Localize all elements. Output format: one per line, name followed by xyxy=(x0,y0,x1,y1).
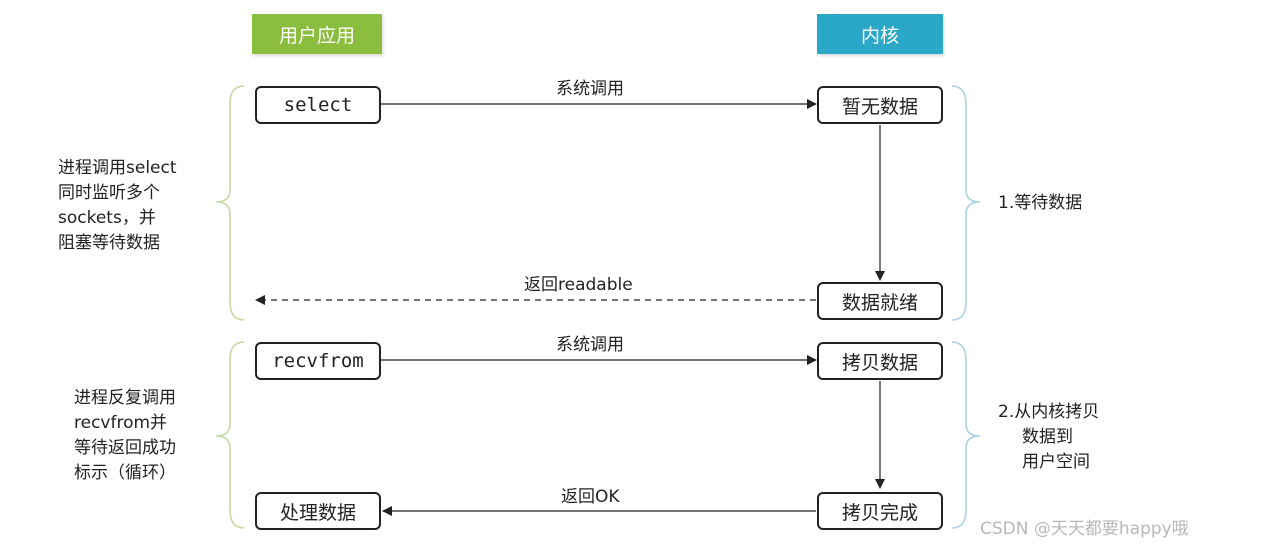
right-brace-1 xyxy=(951,85,981,321)
copy-data-box: 拷贝数据 xyxy=(817,342,943,380)
syscall-label-1: 系统调用 xyxy=(556,79,624,99)
process-data-box: 处理数据 xyxy=(255,492,381,530)
no-data-box: 暂无数据 xyxy=(817,86,943,124)
return-readable-label: 返回readable xyxy=(524,270,633,295)
kernel-header: 内核 xyxy=(817,14,943,54)
note-line: 2.从内核拷贝 xyxy=(998,402,1100,422)
right-brace-2 xyxy=(951,341,981,529)
note-line: 阻塞等待数据 xyxy=(58,233,160,253)
note-line: 标示（循环） xyxy=(74,463,176,483)
note-line: 1.等待数据 xyxy=(998,193,1083,213)
left-brace-1 xyxy=(215,85,245,321)
phase1-left-note: 进程调用select 同时监听多个 sockets，并 阻塞等待数据 xyxy=(58,156,228,256)
syscall-label-2: 系统调用 xyxy=(556,335,624,355)
phase2-left-note: 进程反复调用 recvfrom并 等待返回成功 标示（循环） xyxy=(74,386,224,486)
note-line: 进程调用select xyxy=(58,158,177,178)
csdn-watermark: CSDN @天天都要happy哦 xyxy=(980,519,1189,539)
return-ok-label: 返回OK xyxy=(561,487,620,507)
note-line: 进程反复调用 xyxy=(74,388,176,408)
select-box: select xyxy=(255,86,381,124)
left-brace-2 xyxy=(215,341,245,529)
return-readable-text: 返回readable xyxy=(524,275,633,295)
data-ready-box: 数据就绪 xyxy=(817,282,943,320)
phase1-right-note: 1.等待数据 xyxy=(998,191,1082,216)
copy-complete-box: 拷贝完成 xyxy=(817,492,943,530)
user-app-header: 用户应用 xyxy=(252,14,382,54)
note-line: 同时监听多个 xyxy=(58,183,160,203)
note-line: 数据到 xyxy=(1022,427,1073,447)
note-line: 等待返回成功 xyxy=(74,438,176,458)
note-line: recvfrom并 xyxy=(74,413,168,433)
note-line: 用户空间 xyxy=(1022,452,1090,472)
phase2-right-note: 2.从内核拷贝 数据到 用户空间 xyxy=(998,400,1099,475)
note-line: sockets，并 xyxy=(58,208,156,228)
recvfrom-box: recvfrom xyxy=(255,342,381,380)
